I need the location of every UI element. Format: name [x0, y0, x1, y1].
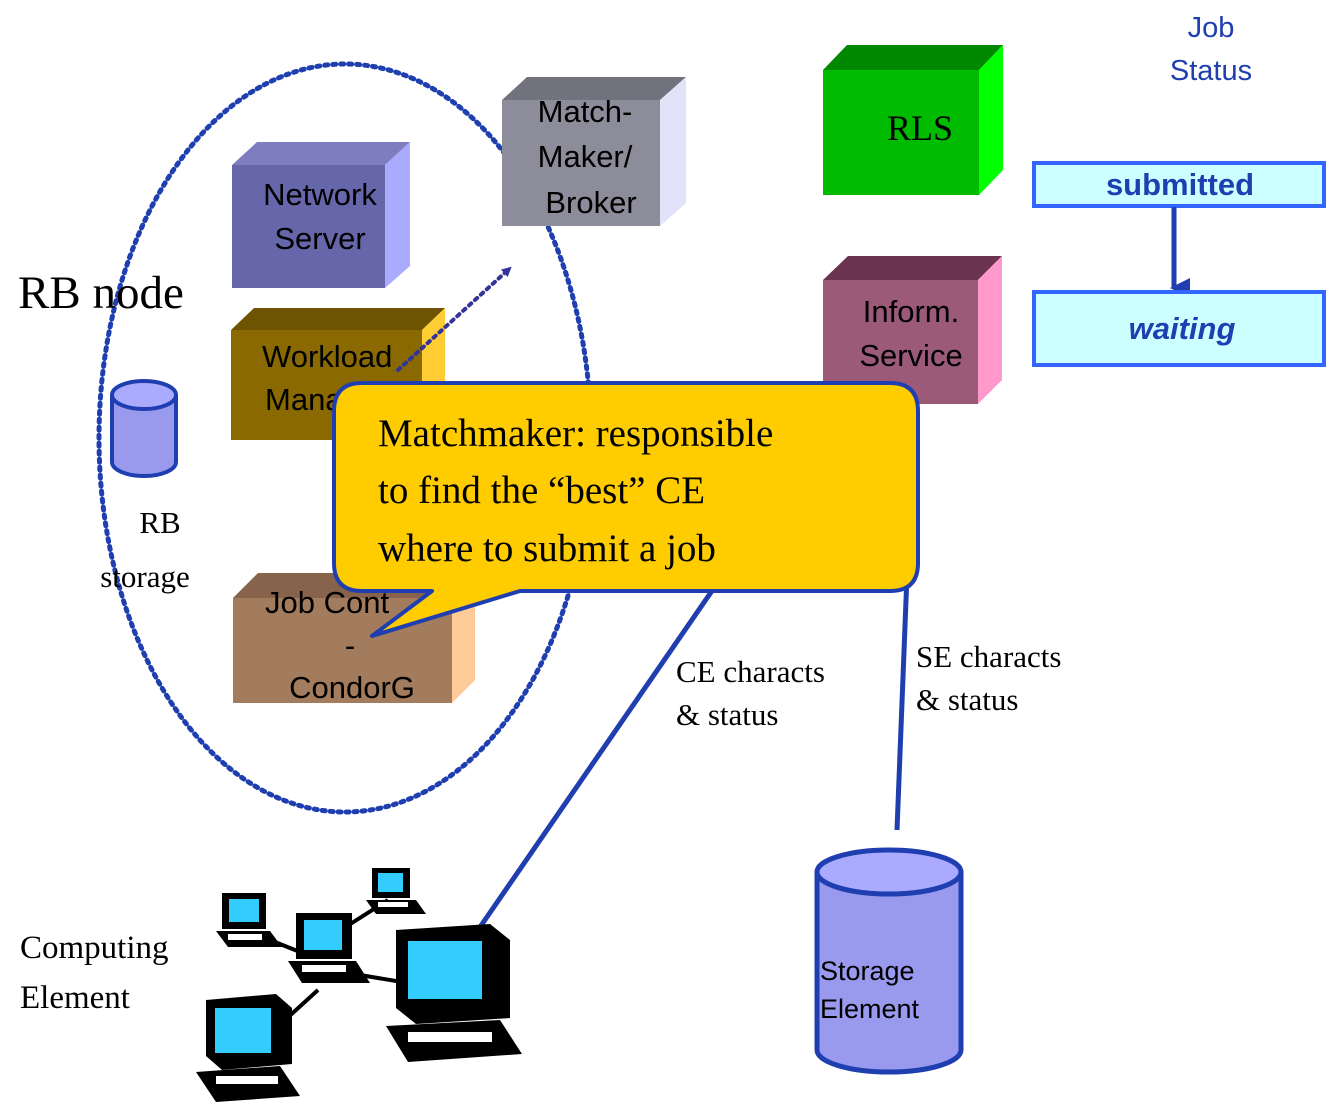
- matchmaker-label-line3: Broker: [545, 185, 636, 220]
- storage-element-label-line1: Storage: [820, 956, 915, 986]
- storage-element-cylinder: [814, 847, 964, 1075]
- inform-service-label-line1: Inform.: [863, 294, 959, 329]
- rb-storage-label-line1: RB: [139, 505, 180, 540]
- matchmaker-label-line1: Match-: [538, 94, 633, 129]
- rls-label: RLS: [887, 108, 953, 148]
- rb-storage-label-line2: storage: [100, 559, 190, 594]
- computing-element-label-line2: Element: [20, 980, 130, 1016]
- network-server-label-line2: Server: [274, 221, 365, 256]
- callout-text-line2: to find the “best” CE: [378, 469, 705, 512]
- job-status-title-line2: Status: [1170, 55, 1252, 87]
- callout-text-line3: where to submit a job: [378, 527, 716, 570]
- computer-network-icon: [196, 868, 522, 1102]
- callout-text-line1: Matchmaker: responsible: [378, 412, 773, 455]
- status-waiting-label: waiting: [1129, 311, 1236, 346]
- workload-manager-label-line2: Mana: [265, 382, 343, 417]
- se-link-label-line1: SE characts: [916, 639, 1061, 674]
- se-link-label-line2: & status: [916, 682, 1018, 717]
- matchmaker-label-line2: Maker/: [538, 139, 633, 174]
- rb-storage-cylinder: [110, 379, 178, 478]
- ce-status-link: [475, 583, 719, 932]
- storage-element-label-line2: Element: [820, 994, 920, 1024]
- ce-link-label-line1: CE characts: [676, 654, 825, 689]
- status-submitted-label: submitted: [1106, 167, 1254, 202]
- status-waiting-box: waiting: [1032, 290, 1326, 367]
- network-server-box: Network Server: [232, 142, 410, 288]
- rls-box: RLS: [823, 45, 1003, 195]
- se-status-link: [894, 574, 910, 831]
- matchmaker-callout: Matchmaker: responsible to find the “bes…: [332, 381, 920, 638]
- rb-node-label: RB node: [18, 267, 184, 319]
- matchmaker-broker-box: Match- Maker/ Broker: [502, 77, 686, 226]
- inform-service-label-line2: Service: [859, 338, 962, 373]
- ce-link-label-line2: & status: [676, 697, 778, 732]
- job-controller-label-line3: CondorG: [289, 670, 415, 705]
- job-status-title-line1: Job: [1188, 12, 1235, 44]
- job-controller-label-line2: -: [345, 628, 355, 663]
- workload-to-matchmaker-arrow: [396, 266, 512, 372]
- workload-manager-label-line1: Workload: [262, 339, 392, 374]
- computing-element-label-line1: Computing: [20, 930, 169, 966]
- network-server-label-line1: Network: [263, 177, 377, 212]
- status-submitted-box: submitted: [1032, 161, 1326, 208]
